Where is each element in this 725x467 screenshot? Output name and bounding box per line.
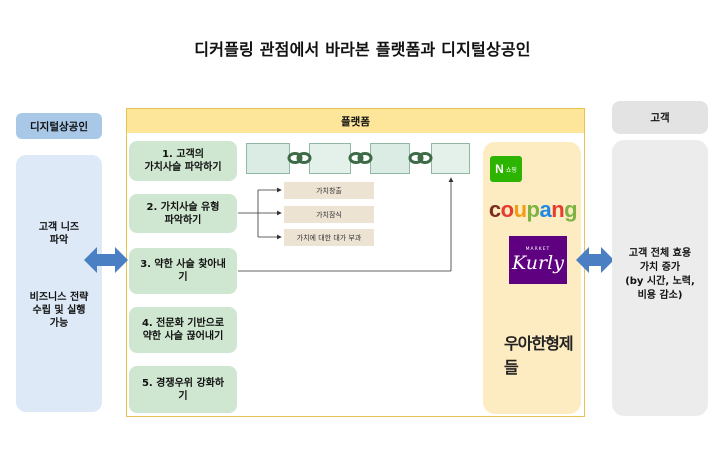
step-line: 4. 전문화 기반으로 [141,318,225,329]
chain-link-icon [348,152,373,164]
step-line: 기 [178,390,188,402]
double-arrow-icon [576,247,614,273]
page-title: 디커플링 관점에서 바라본 플랫폼과 디지털상공인 [194,40,531,59]
naver-shopping-logo: N 쇼핑 [490,156,522,182]
step-4: 4. 전문화 기반으로 약한 사슬 끊어내기 [129,307,237,353]
step-line: 파악하기 [164,214,202,226]
step-line: 2. 가치사슬 유형 [146,201,220,213]
right-line: 고객 전체 효용 [628,248,692,259]
step-line: 기 [178,272,188,283]
coupang-letter: g [564,197,578,222]
naver-label: 쇼핑 [505,166,517,174]
woowa-brothers-logo: 우아한형제들 [504,334,574,377]
naver-letter: N [495,162,504,176]
coupang-letter: n [551,197,565,222]
step-line: 1. 고객의 [162,149,204,160]
right-text: 고객 전체 효용 가치 증가 (by 시간, 노력, 비용 감소) [612,247,708,303]
double-arrow-icon [84,247,128,273]
step-3: 3. 약한 사슬 찾아내 기 [129,248,237,294]
left-line: 파악 [49,235,69,246]
value-type-box: 가치창출 [284,182,374,199]
step-line: 약한 사슬 끊어내기 [142,331,224,342]
left-line: 비즈니스 전략 [29,292,89,303]
right-line: 가치 증가 [639,262,681,273]
value-type-box: 가치에 대한 대가 부과 [284,229,374,246]
left-text-needs: 고객 니즈 파악 [16,221,102,247]
step-line: 가치사슬 파악하기 [144,162,222,173]
kurly-market: MARKET [525,246,551,252]
right-header: 고객 [612,101,708,134]
coupang-letter: o [500,197,514,222]
left-text-strategy: 비즈니스 전략 수립 및 실행 가능 [16,291,102,330]
left-panel [16,155,102,412]
left-line: 고객 니즈 [38,222,80,233]
value-chain-box [309,143,351,174]
coupang-letter: c [488,197,501,222]
right-line: (by 시간, 노력, [625,276,695,287]
platform-header: 플랫폼 [127,109,584,133]
step-line: 3. 약한 사슬 찾아내 [140,259,226,270]
coupang-letter: a [539,197,552,222]
left-line: 가능 [49,318,69,329]
right-panel [612,140,708,416]
step-1: 1. 고객의 가치사슬 파악하기 [129,141,237,181]
coupang-letter: p [526,197,540,222]
arrow-icon [238,177,454,272]
value-chain-box [370,143,410,174]
coupang-wordmark: coupang [488,197,578,223]
chain-link-icon [408,152,433,164]
step-line: 5. 경쟁우위 강화하 [141,377,225,389]
kurly-wordmark: Kurly [512,251,564,274]
left-line: 수립 및 실행 [32,305,86,316]
coupang-letter: u [513,197,527,222]
kurly-logo: MARKET Kurly [509,236,567,284]
step-5: 5. 경쟁우위 강화하 기 [129,366,237,413]
step-2: 2. 가치사슬 유형 파악하기 [129,194,237,233]
value-type-box: 가치잠식 [284,206,374,223]
value-chain-box [431,143,470,174]
chain-link-icon [287,152,312,164]
right-line: 비용 감소) [637,290,683,301]
arrow-icon [238,187,282,240]
coupang-logo: coupang [487,196,579,224]
left-header: 디지털상공인 [16,113,102,139]
